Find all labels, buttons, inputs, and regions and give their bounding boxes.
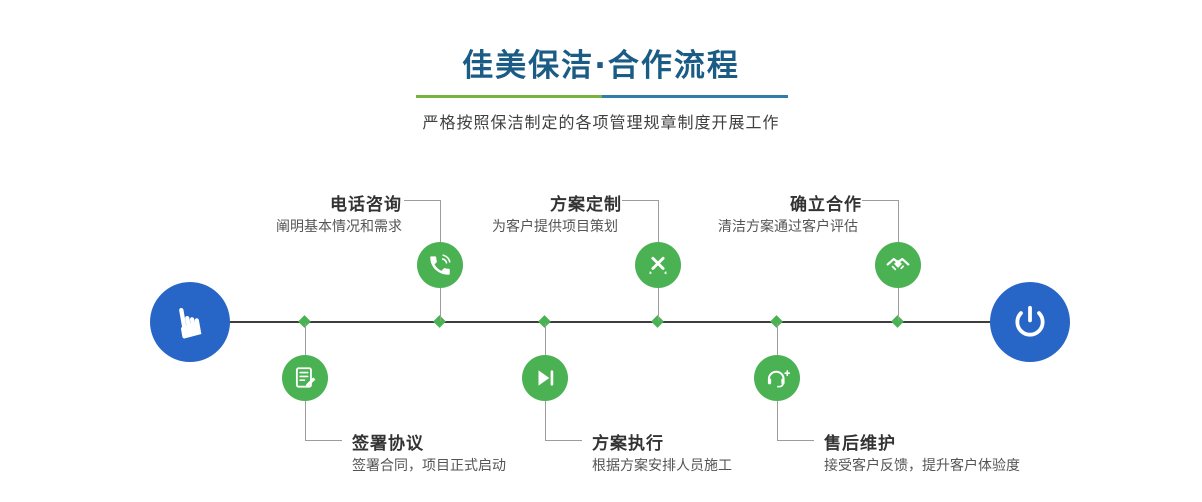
connector-line — [305, 440, 342, 441]
contract-sign-icon — [295, 367, 316, 388]
step-node-design — [635, 242, 681, 288]
hand-pointer-icon: ☛ — [162, 299, 217, 345]
design-pens-icon — [649, 256, 667, 275]
step-node-handshake — [875, 242, 921, 288]
connector-line — [440, 200, 441, 242]
handshake-icon — [886, 257, 910, 271]
step-desc: 阐明基本情况和需求 — [276, 219, 402, 235]
step-desc: 接受客户反馈，提升客户体验度 — [824, 458, 1020, 474]
step-title: 签署协议 — [352, 434, 424, 454]
power-icon — [1015, 305, 1045, 337]
phone-icon — [430, 254, 451, 275]
divider-green-segment — [416, 95, 602, 98]
page-title: 佳美保洁·合作流程 — [462, 48, 740, 84]
step-desc: 为客户提供项目策划 — [492, 219, 618, 235]
connector-line — [305, 401, 306, 440]
step-node-execute — [522, 355, 568, 401]
connector-line — [440, 288, 441, 321]
play-icon — [538, 370, 554, 386]
connector-line — [305, 323, 306, 355]
connector-line — [862, 200, 898, 201]
connector-line — [622, 200, 658, 201]
connector-line — [404, 200, 440, 201]
start-node: ☛ — [150, 282, 230, 362]
step-title: 售后维护 — [824, 434, 896, 454]
title-divider — [416, 95, 788, 98]
connector-line — [545, 323, 546, 355]
headset-support-icon — [767, 370, 790, 388]
step-title: 方案定制 — [550, 195, 622, 215]
connector-line — [658, 288, 659, 321]
page-subtitle: 严格按照保洁制定的各项管理规章制度开展工作 — [422, 113, 780, 132]
step-desc: 根据方案安排人员施工 — [592, 458, 732, 474]
step-title: 电话咨询 — [330, 195, 402, 215]
step-title: 确立合作 — [790, 195, 862, 215]
step-desc: 签署合同，项目正式启动 — [352, 458, 506, 474]
connector-line — [545, 440, 582, 441]
connector-line — [777, 323, 778, 355]
connector-line — [777, 401, 778, 440]
step-desc: 清洁方案通过客户评估 — [718, 219, 858, 235]
step-node-phone — [417, 242, 463, 288]
step-title: 方案执行 — [592, 434, 664, 454]
connector-line — [898, 288, 899, 321]
timeline — [190, 321, 1030, 323]
step-node-contract — [282, 355, 328, 401]
connector-line — [545, 401, 546, 440]
step-node-aftersale — [754, 355, 800, 401]
connector-line — [777, 440, 814, 441]
connector-line — [898, 200, 899, 242]
end-node — [990, 282, 1070, 362]
divider-blue-segment — [602, 95, 788, 98]
connector-line — [658, 200, 659, 242]
